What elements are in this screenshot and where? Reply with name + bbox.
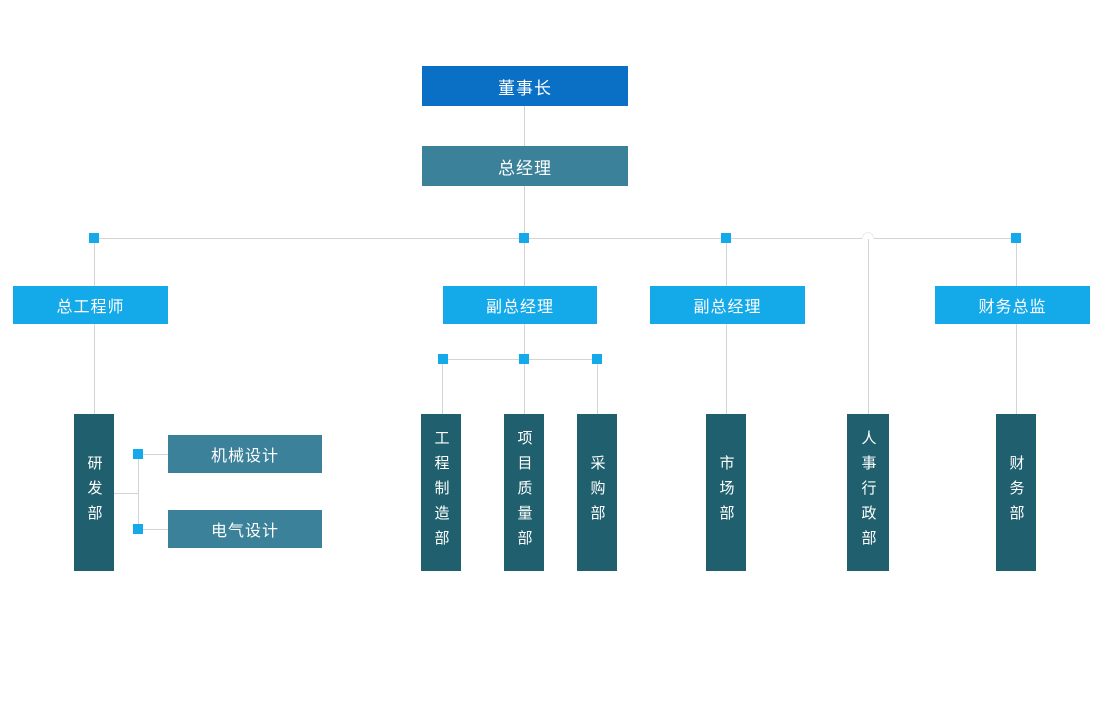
dept-node-label: 人事行政部	[859, 430, 878, 555]
connector-line	[726, 238, 727, 286]
org-node-chairman[interactable]: 董事长	[422, 66, 628, 106]
connector-line	[726, 324, 727, 414]
org-node-deputy-gm-2[interactable]: 副总经理	[650, 286, 805, 324]
connector-handle	[89, 233, 99, 243]
connector-handle	[519, 233, 529, 243]
connector-line	[1016, 238, 1017, 286]
org-node-label: 财务总监	[978, 297, 1047, 316]
connector-handle	[1011, 233, 1021, 243]
connector-line	[139, 454, 168, 455]
connector-handle	[438, 354, 448, 364]
connector-line	[94, 238, 1016, 239]
connector-handle	[519, 354, 529, 364]
dept-node-engineering-manufacturing[interactable]: 工程制造部	[421, 414, 461, 571]
connector-line	[524, 238, 525, 286]
connector-line	[1016, 324, 1017, 414]
dept-node-project-quality[interactable]: 项目质量部	[504, 414, 544, 571]
connector-handle	[133, 449, 143, 459]
org-node-label: 董事长	[498, 78, 552, 99]
connector-line	[524, 186, 525, 238]
org-node-label: 总工程师	[56, 297, 125, 316]
connector-line	[442, 359, 443, 414]
dept-node-hr-admin[interactable]: 人事行政部	[847, 414, 889, 571]
dept-node-rd[interactable]: 研发部	[74, 414, 114, 571]
org-node-finance-director[interactable]: 财务总监	[935, 286, 1090, 324]
connector-line	[94, 238, 95, 286]
connector-line	[524, 106, 525, 146]
org-node-deputy-gm-1[interactable]: 副总经理	[443, 286, 597, 324]
connector-line	[597, 359, 598, 414]
subteam-node-mechanical-design[interactable]: 机械设计	[168, 435, 322, 473]
dept-node-label: 研发部	[85, 455, 104, 530]
connector-line	[868, 238, 869, 414]
subteam-node-electrical-design[interactable]: 电气设计	[168, 510, 322, 548]
subteam-node-label: 机械设计	[210, 446, 279, 465]
dept-node-label: 工程制造部	[432, 430, 451, 555]
connector-line	[139, 529, 168, 530]
connector-line	[94, 324, 95, 414]
dept-node-finance[interactable]: 财务部	[996, 414, 1036, 571]
connector-line	[524, 359, 525, 414]
connector-line	[138, 454, 139, 529]
dept-node-label: 市场部	[717, 455, 736, 530]
dept-node-label: 采购部	[588, 455, 607, 530]
connector-line	[114, 493, 139, 494]
connector-line	[524, 324, 525, 359]
connector-handle	[721, 233, 731, 243]
org-node-label: 副总经理	[485, 297, 554, 316]
connector-handle	[133, 524, 143, 534]
subteam-node-label: 电气设计	[210, 521, 279, 540]
dept-node-label: 财务部	[1007, 455, 1026, 530]
org-node-general-manager[interactable]: 总经理	[422, 146, 628, 186]
line-hop	[862, 232, 874, 239]
org-node-label: 副总经理	[693, 297, 762, 316]
connector-handle	[592, 354, 602, 364]
dept-node-procurement[interactable]: 采购部	[577, 414, 617, 571]
org-node-label: 总经理	[498, 158, 552, 179]
dept-node-label: 项目质量部	[515, 430, 534, 555]
org-node-chief-engineer[interactable]: 总工程师	[13, 286, 168, 324]
dept-node-marketing[interactable]: 市场部	[706, 414, 746, 571]
